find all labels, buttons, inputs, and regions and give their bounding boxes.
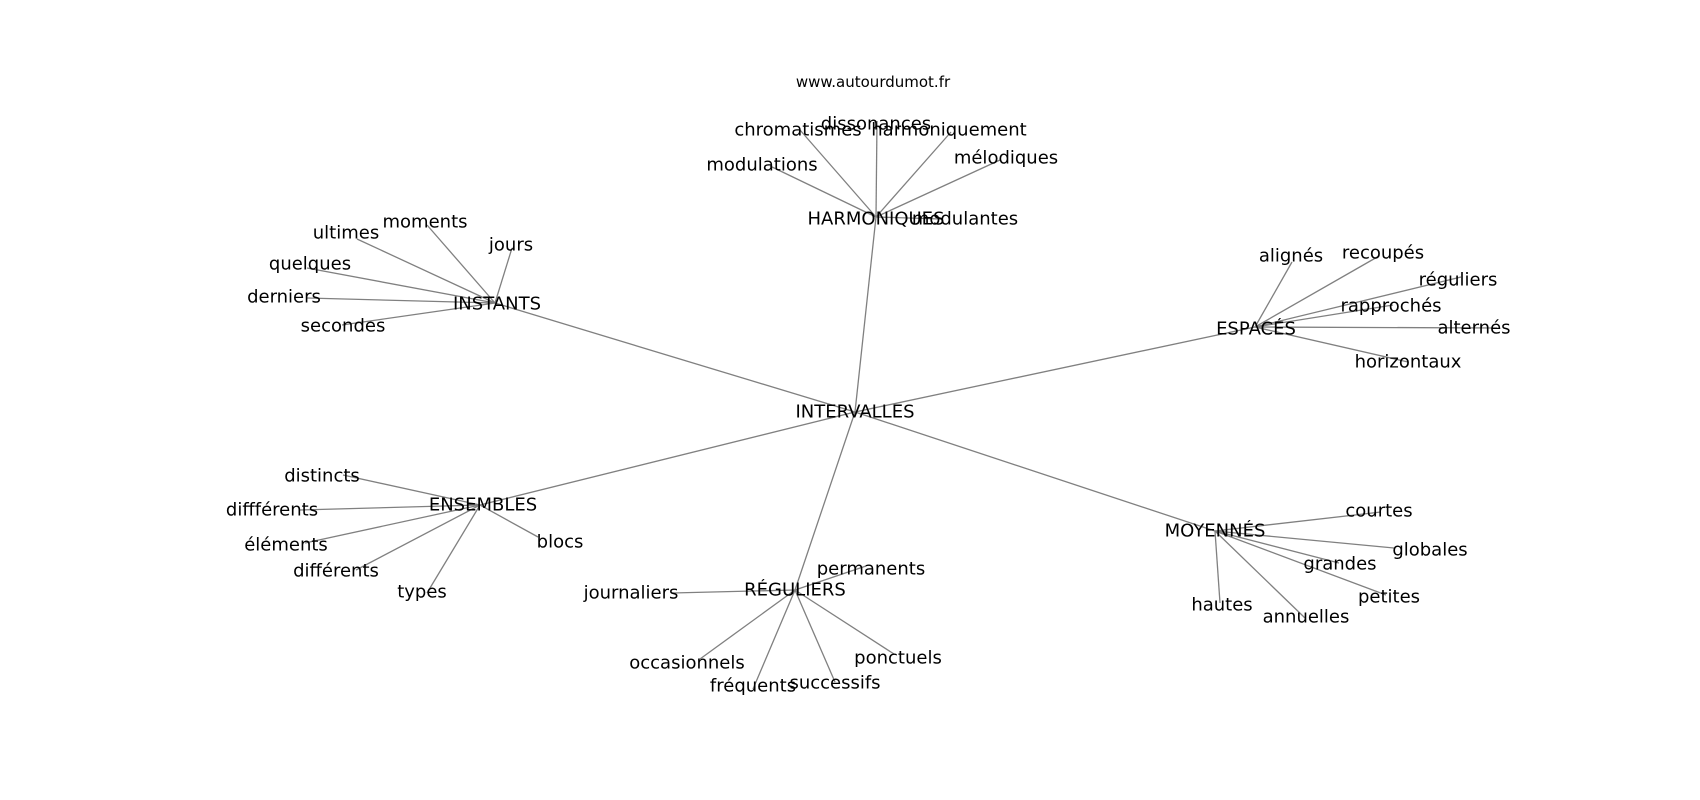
edge-ensembles-differents [355, 504, 481, 571]
edge-ensembles-distincts [342, 474, 481, 506]
leaf-node-dissonances[interactable]: dissonances [821, 114, 931, 135]
edge-espaces-alternes [1254, 326, 1498, 329]
edge-moyennes-globales [1214, 530, 1395, 549]
edge-instants-ultimes [356, 238, 496, 304]
leaf-node-elements[interactable]: éléments [244, 535, 328, 556]
leaf-node-differents[interactable]: différents [293, 561, 379, 582]
leaf-node-ponctuels[interactable]: ponctuels [854, 648, 942, 669]
labels-layer: INTERVALLES HARMONIQUES chromatismesdisson… [226, 114, 1511, 697]
hub-node-espaces[interactable]: ESPACÉS [1216, 318, 1296, 340]
edge-ensembles-elements [304, 504, 481, 544]
edge-center-harmoniques [854, 216, 877, 413]
edge-espaces-reguliers [1254, 276, 1462, 328]
center-node-label[interactable]: INTERVALLES [796, 402, 915, 423]
leaf-node-types[interactable]: types [397, 582, 447, 603]
hub-node-reguliers[interactable]: RÉGULIERS [744, 579, 846, 601]
leaf-node-melodiques[interactable]: mélodiques [954, 148, 1058, 169]
edge-instants-derniers [306, 297, 496, 304]
edge-reguliers-permanents [794, 565, 867, 591]
edge-moyennes-courtes [1214, 511, 1382, 532]
leaf-node-secondes[interactable]: secondes [301, 316, 386, 337]
edge-harmoniques-melodiques [875, 159, 1001, 218]
leaf-node-grandes[interactable]: grandes [1303, 554, 1376, 575]
leaf-node-reguliers[interactable]: réguliers [1419, 270, 1498, 291]
edge-harmoniques-dissonances [875, 120, 878, 218]
edge-center-ensembles [479, 411, 856, 506]
edge-reguliers-frequents [752, 589, 796, 690]
edge-espaces-horizontaux [1254, 326, 1409, 363]
edge-center-instants [494, 302, 856, 413]
leaf-node-permanents[interactable]: permanents [817, 559, 925, 580]
edge-center-reguliers [794, 411, 856, 591]
leaf-node-diffferents[interactable]: diffférents [226, 500, 318, 521]
edge-moyennes-grandes [1214, 530, 1340, 564]
leaf-node-frequents[interactable]: fréquents [710, 676, 796, 697]
edge-harmoniques-modulations [769, 165, 877, 218]
leaf-node-derniers[interactable]: derniers [247, 287, 321, 308]
leaf-node-jours[interactable]: jours [488, 235, 533, 256]
leaf-node-rapproches[interactable]: rapprochés [1340, 296, 1441, 317]
edge-reguliers-ponctuels [794, 589, 895, 655]
edge-reguliers-successifs [794, 589, 836, 683]
leaf-node-horizontaux[interactable]: horizontaux [1355, 352, 1462, 373]
leaf-node-chromatismes[interactable]: chromatismes [734, 120, 861, 141]
hub-node-moyennes[interactable]: MOYENNÉS [1165, 520, 1266, 542]
edge-moyennes-petites [1214, 530, 1387, 596]
edge-espaces-rapproches [1254, 304, 1394, 328]
leaf-node-courtes[interactable]: courtes [1345, 501, 1412, 522]
edge-harmoniques-harmoniquement [875, 131, 952, 218]
leaf-node-harmoniquement[interactable]: harmoniquement [871, 120, 1026, 141]
edge-espaces-alignes [1254, 261, 1293, 328]
leaf-node-petites[interactable]: petites [1358, 587, 1420, 608]
leaf-node-annuelles[interactable]: annuelles [1263, 607, 1350, 628]
site-url[interactable]: www.autourdumot.fr [796, 73, 951, 91]
leaf-node-ultimes[interactable]: ultimes [313, 223, 379, 244]
leaf-node-recoupes[interactable]: recoupés [1342, 243, 1424, 264]
edge-harmoniques-chromatismes [799, 129, 877, 218]
edge-moyennes-annuelles [1214, 530, 1306, 619]
leaf-node-alignes[interactable]: alignés [1259, 246, 1323, 267]
leaf-node-modulations[interactable]: modulations [706, 155, 817, 176]
edge-center-moyennes [854, 411, 1216, 532]
leaf-node-quelques[interactable]: quelques [269, 254, 351, 275]
leaf-node-alternes[interactable]: alternés [1437, 318, 1510, 339]
hub-node-harmoniques[interactable]: HARMONIQUES [808, 209, 945, 230]
edge-center-espaces [854, 326, 1256, 413]
edge-instants-secondes [341, 302, 496, 326]
edge-instants-jours [494, 247, 513, 304]
leaf-node-hautes[interactable]: hautes [1191, 595, 1252, 616]
edge-harmoniques-modulantes [875, 216, 942, 220]
leaf-node-blocs[interactable]: blocs [537, 532, 584, 553]
edges-layer [299, 120, 1498, 690]
edge-instants-quelques [306, 267, 496, 304]
hub-node-ensembles[interactable]: ENSEMBLES [429, 495, 537, 516]
edge-ensembles-diffferents [299, 504, 481, 511]
edge-ensembles-types [426, 504, 481, 594]
hub-node-instants[interactable]: INSTANTS [453, 294, 541, 315]
edge-instants-moments [426, 224, 496, 304]
edge-reguliers-occasionnels [699, 589, 796, 660]
edge-espaces-recoupes [1254, 255, 1380, 328]
edge-moyennes-hautes [1214, 530, 1221, 604]
leaf-node-globales[interactable]: globales [1392, 540, 1467, 561]
edge-ensembles-blocs [479, 504, 539, 538]
edge-reguliers-journaliers [671, 589, 796, 594]
leaf-node-moments[interactable]: moments [383, 212, 468, 233]
leaf-node-occasionnels[interactable]: occasionnels [629, 653, 745, 674]
leaf-node-successifs[interactable]: successifs [789, 673, 880, 694]
leaf-node-journaliers[interactable]: journaliers [583, 583, 679, 604]
leaf-node-distincts[interactable]: distincts [284, 466, 360, 487]
leaf-node-modulantes[interactable]: modulantes [912, 209, 1018, 230]
